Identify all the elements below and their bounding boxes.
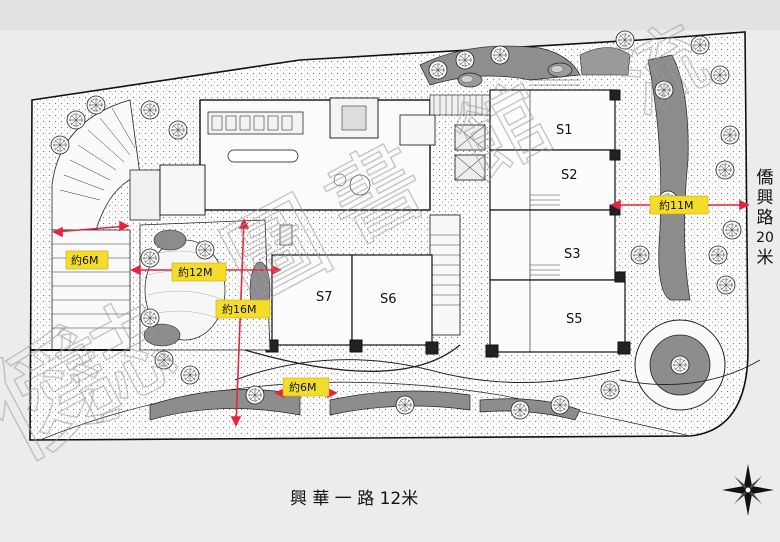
unit-label: S1: [556, 123, 573, 138]
tag-m16: 約16M: [215, 299, 271, 319]
unit-label: S6: [380, 292, 397, 307]
unit-label: S3: [564, 247, 581, 262]
tag-m11: 約11M: [649, 195, 709, 215]
svg-text:約16M: 約16M: [222, 302, 257, 316]
unit-label: S5: [566, 312, 583, 327]
unit-label: S2: [561, 168, 578, 183]
tag-m6-bottom: 約6M: [282, 377, 330, 397]
svg-text:約11M: 約11M: [659, 198, 694, 212]
svg-text:約6M: 約6M: [71, 253, 99, 267]
tag-m12: 約12M: [171, 262, 227, 282]
road-char: 僑: [756, 168, 774, 188]
building-core: [159, 94, 491, 336]
road-label-right: 僑 興 路 20 米: [752, 168, 778, 268]
shop-units-left: [265, 224, 439, 355]
shop-units-right: [485, 79, 631, 358]
road-char: 米: [756, 248, 774, 268]
svg-text:約12M: 約12M: [178, 265, 213, 279]
unit-labels: S1 S2 S3 S5 S6 S7: [316, 123, 583, 327]
road-char: 20: [756, 230, 774, 246]
unit-label: S7: [316, 290, 333, 305]
svg-text:約6M: 約6M: [289, 380, 317, 394]
dimension-lines: [52, 199, 750, 427]
road-char: 路: [756, 208, 774, 228]
compass-rose-icon: [722, 464, 774, 516]
road-label-bottom: 興 華 一 路 12米: [290, 489, 419, 509]
tag-m6-left: 約6M: [65, 250, 109, 270]
road-char: 興: [756, 188, 774, 208]
parking-ramp: [30, 99, 161, 351]
